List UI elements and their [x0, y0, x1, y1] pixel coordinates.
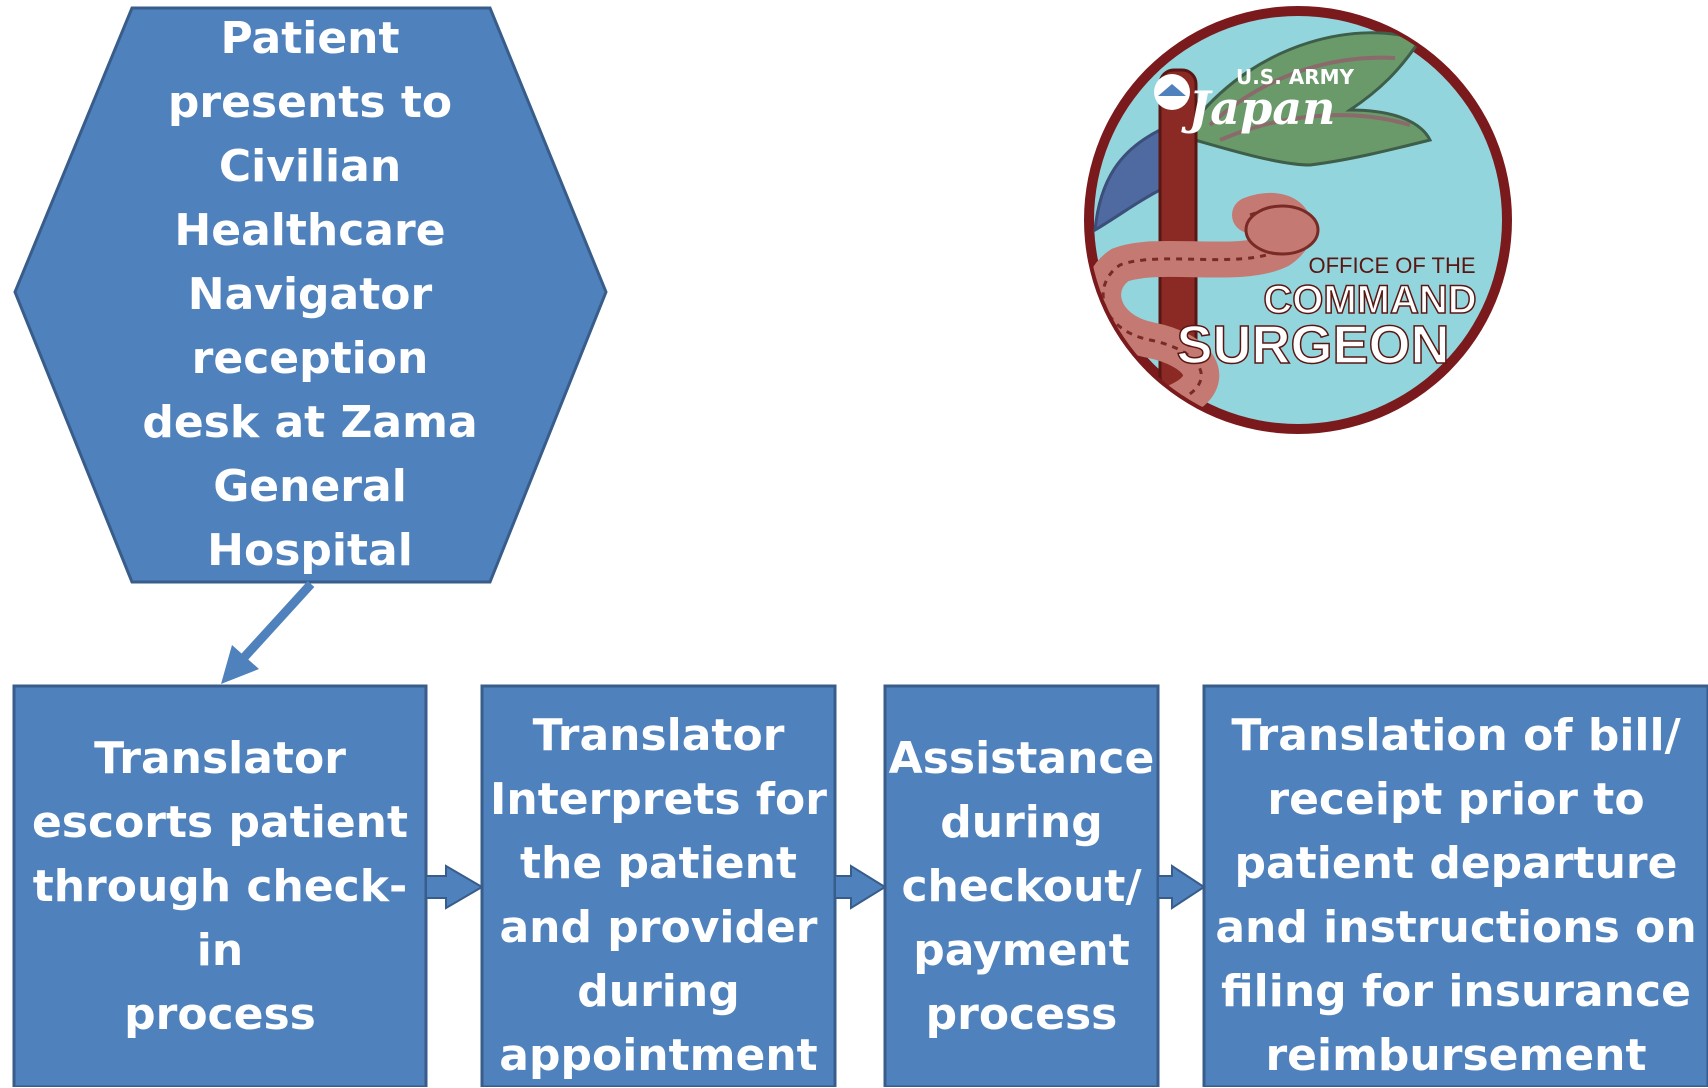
logo-line-surgeon: SURGEON [1176, 315, 1449, 375]
wing-left-icon [1093, 127, 1162, 233]
start-node-label: Patient presents to Civilian Healthcare … [142, 13, 478, 576]
step-4-label: Translation of bill/ receipt prior to pa… [1215, 709, 1697, 1081]
step-2-label: Translator Interprets for the patient an… [490, 709, 827, 1081]
step-box-4 [1202, 684, 1708, 1087]
logo-line-officeof: OFFICE OF THE [1308, 253, 1475, 278]
arrow-step3-to-step4 [1157, 864, 1206, 910]
command-surgeon-logo: U.S. ARMY Japan OFFICE OF THE COMMAND SU… [1084, 6, 1512, 434]
connector-start-to-step1 [221, 580, 315, 684]
wing-right-icon [1193, 31, 1433, 167]
step-box-1 [12, 684, 428, 1087]
step-3-label: Assistance during checkout/ payment proc… [888, 732, 1155, 1040]
start-hexagon [13, 6, 608, 584]
arrow-step2-to-step3 [834, 864, 887, 910]
logo-line-japan: Japan [1181, 81, 1336, 135]
step-1-label: Translator escorts patient through check… [31, 732, 409, 1040]
arrow-step1-to-step2 [425, 864, 484, 910]
logo-line-command: COMMAND [1263, 278, 1476, 322]
logo-line-usarmy: U.S. ARMY [1236, 65, 1355, 89]
